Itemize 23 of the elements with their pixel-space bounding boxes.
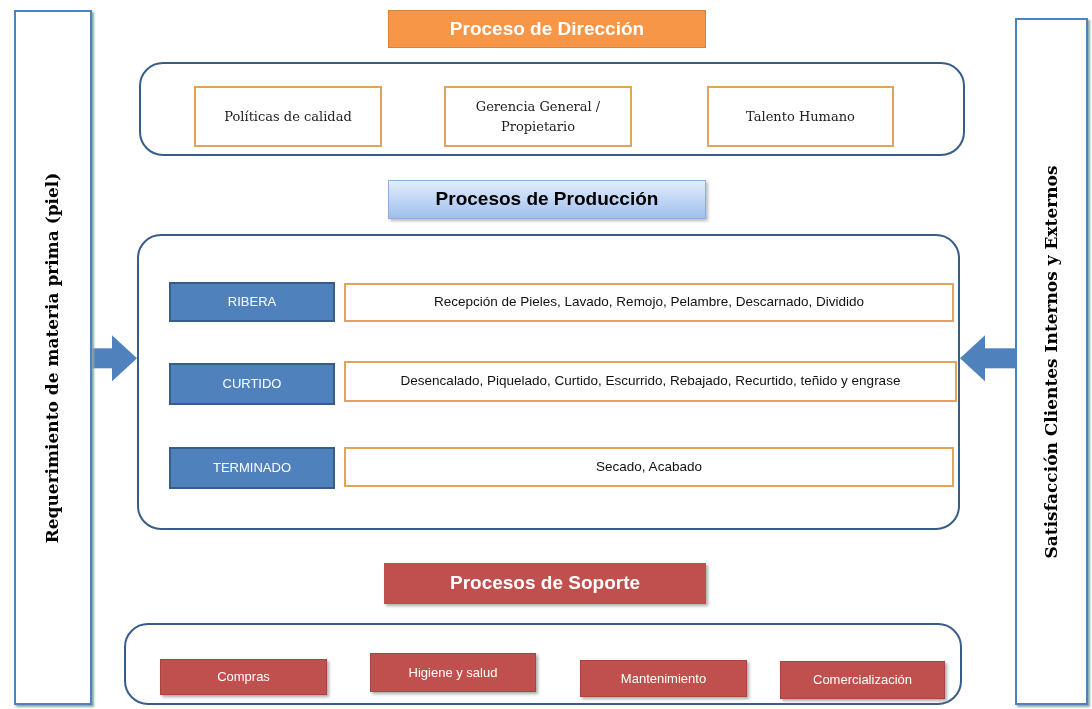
process-box: Desencalado, Piquelado, Curtido, Escurrido, Rebajado, Recurtido, teñido y engrase <box>344 361 957 402</box>
process-box: Compras <box>160 659 327 695</box>
process-box: Recepción de Pieles, Lavado, Remojo, Pelambre, Descarnado, Dividido <box>344 283 954 322</box>
vertical-label-box: Requerimiento de materia prima (piel) <box>14 10 92 705</box>
process-box: Mantenimiento <box>580 660 747 697</box>
process-box: Comercialización <box>780 661 945 699</box>
section-header: Proceso de Dirección <box>388 10 706 48</box>
stage-box: TERMINADO <box>169 447 335 489</box>
vertical-label-box: Satisfacción Clientes Internos y Externos <box>1015 18 1088 705</box>
group-container <box>137 234 960 530</box>
group-container <box>139 62 965 156</box>
process-box: Políticas de calidad <box>194 86 382 147</box>
block-arrow <box>960 335 1015 382</box>
process-box: Secado, Acabado <box>344 447 954 487</box>
process-box: Gerencia General / Propietario <box>444 86 632 147</box>
block-arrow <box>92 335 137 382</box>
process-box: Higiene y salud <box>370 653 536 692</box>
stage-box: CURTIDO <box>169 363 335 405</box>
stage-box: RIBERA <box>169 282 335 322</box>
process-box: Talento Humano <box>707 86 894 147</box>
section-header: Procesos de Producción <box>388 180 706 219</box>
section-header: Procesos de Soporte <box>384 563 706 604</box>
group-container <box>124 623 962 705</box>
